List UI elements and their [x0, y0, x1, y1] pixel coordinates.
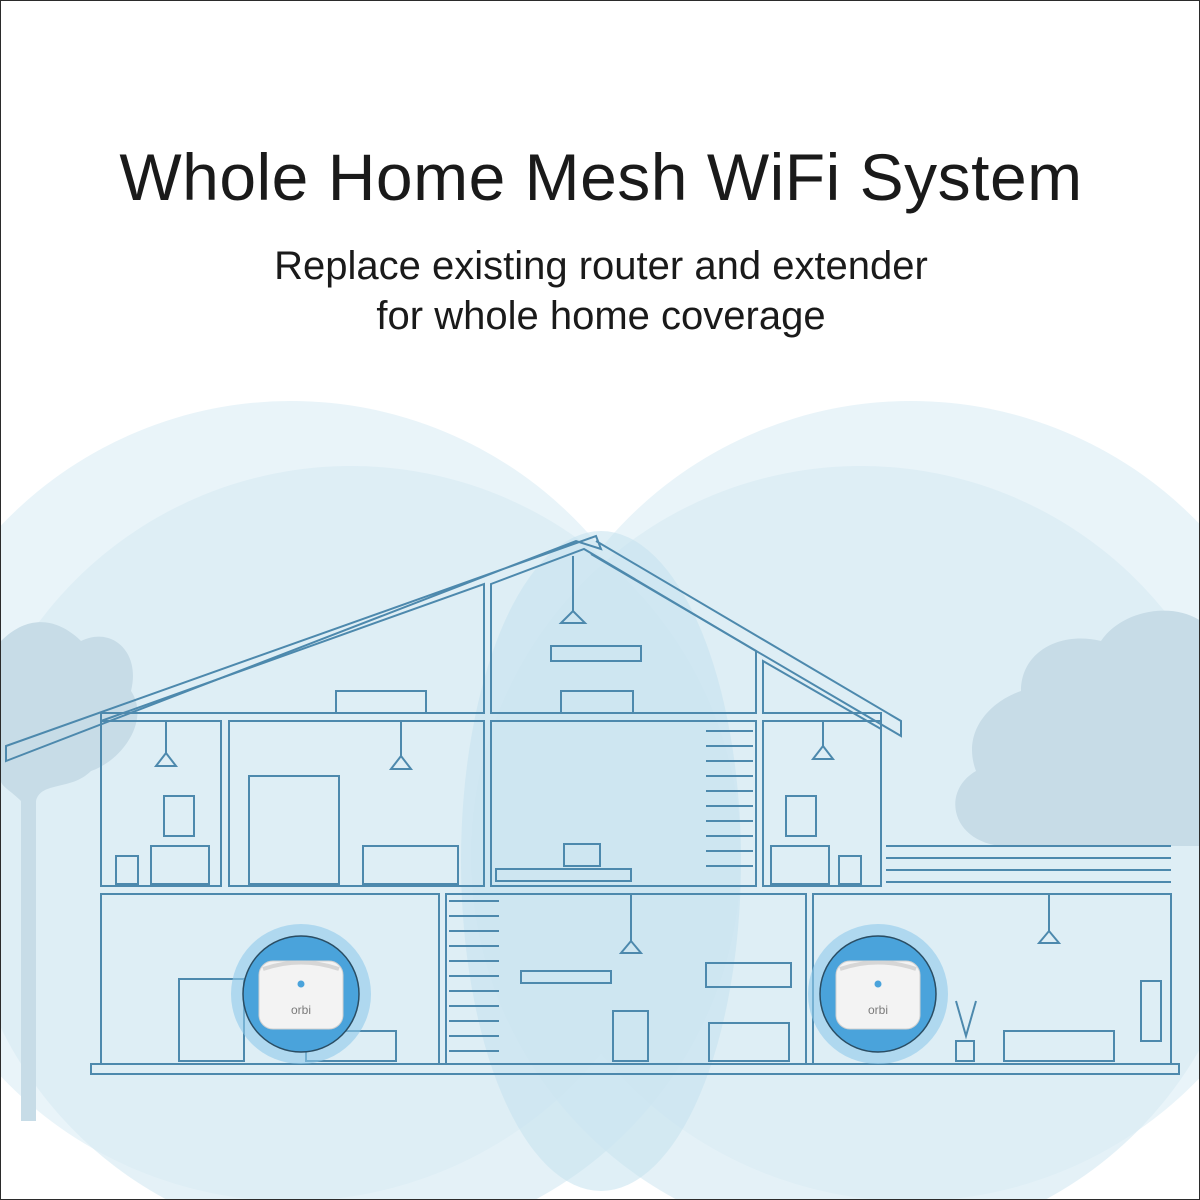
right-router-led [874, 980, 882, 988]
deck-railing [886, 845, 1171, 883]
left-router-label: orbi [291, 1003, 311, 1017]
left-router-body [258, 960, 344, 1030]
foundation [90, 1063, 1180, 1075]
pendant-lamps [153, 556, 1062, 954]
house-outline [5, 534, 1180, 1075]
attic-right [490, 547, 757, 714]
upper-floor-left [100, 720, 222, 887]
right-router-label: orbi [868, 1003, 888, 1017]
left-tree [1, 622, 138, 1121]
subtitle-line-2: for whole home coverage [376, 294, 826, 338]
lower-stairs [449, 900, 499, 1052]
attic-far-right [762, 659, 882, 731]
left-router-led [297, 980, 305, 988]
upper-floor-stair [490, 720, 757, 887]
furniture [115, 645, 1162, 1062]
right-router-zone: orbi [808, 924, 948, 1064]
tree-silhouettes [1, 610, 1199, 1121]
right-router-top-vents [839, 960, 917, 971]
subtitle-line-1: Replace existing router and extender [274, 244, 928, 288]
upper-stairs [706, 730, 753, 867]
right-tree [955, 610, 1199, 846]
coverage-zones [1, 401, 1199, 1199]
upper-floor-mid [228, 720, 485, 887]
right-router-body [835, 960, 921, 1030]
left-router-top-vents [262, 960, 340, 971]
attic-left [100, 582, 485, 723]
page-title: Whole Home Mesh WiFi System [119, 140, 1083, 214]
left-router-zone: orbi [231, 924, 371, 1064]
